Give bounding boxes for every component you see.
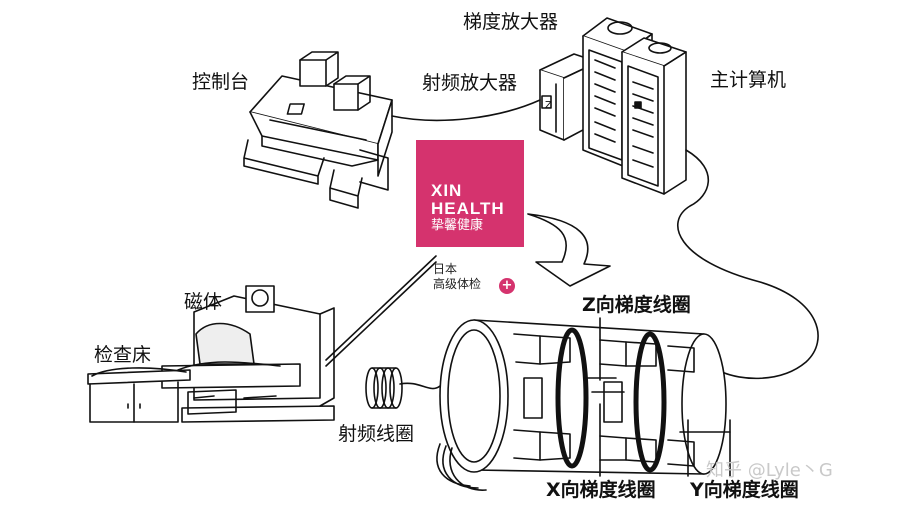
badge-line-2: 高级体检 bbox=[433, 277, 482, 291]
plus-icon: + bbox=[499, 278, 515, 294]
xin-health-logo: XIN HEALTH 挚馨健康 bbox=[416, 140, 524, 247]
label-magnet: 磁体 bbox=[184, 291, 223, 313]
label-exam-bed: 检查床 bbox=[94, 344, 152, 366]
cabinet-z-mark: Z bbox=[545, 100, 552, 111]
label-rf-coil: 射频线圈 bbox=[338, 423, 415, 445]
logo-line-1: XIN bbox=[431, 181, 463, 200]
checkup-badge: 日本 高级体检 bbox=[433, 262, 481, 292]
exam-bed-illustration bbox=[87, 367, 191, 423]
logo-line-3: 挚馨健康 bbox=[431, 218, 484, 233]
magnet-illustration bbox=[161, 285, 335, 423]
label-z-gradient-coil: Z向梯度线圈 bbox=[582, 294, 691, 316]
rf-coil-illustration bbox=[365, 367, 403, 409]
watermark: 知乎 @Lyle丶G bbox=[706, 460, 833, 481]
gradient-coil-cylinder bbox=[436, 317, 731, 491]
logo-line-2: HEALTH bbox=[431, 199, 505, 218]
label-console: 控制台 bbox=[192, 71, 250, 93]
label-rf-amplifier: 射频放大器 bbox=[422, 72, 518, 94]
console-illustration bbox=[243, 51, 393, 209]
label-gradient-amplifier: 梯度放大器 bbox=[463, 11, 559, 33]
label-x-gradient-coil: X向梯度线圈 bbox=[546, 479, 656, 501]
cables bbox=[325, 99, 819, 390]
amplifier-cabinets bbox=[539, 17, 687, 195]
label-host-computer: 主计算机 bbox=[710, 69, 787, 91]
label-y-gradient-coil: Y向梯度线圈 bbox=[690, 479, 799, 501]
badge-line-1: 日本 bbox=[433, 262, 458, 276]
